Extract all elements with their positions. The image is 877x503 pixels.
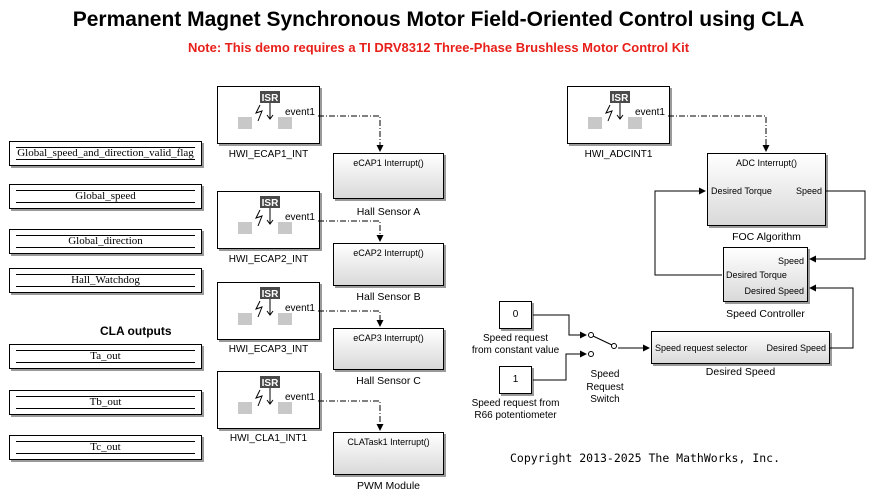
block-header: eCAP1 Interrupt() [353,158,424,168]
constant-one-wire [533,350,587,381]
block-label: FOC Algorithm [732,231,801,243]
constant-zero-wire [533,314,587,339]
hwi-block-ecap2[interactable]: ISR event1 [217,191,320,249]
data-store-global-speed[interactable]: Global_speed [9,184,202,209]
desired-speed-block[interactable]: Speed request selector Desired Speed [651,331,830,364]
event-port-label: event1 [284,303,315,314]
event-port-label: event1 [284,392,315,403]
copyright: Copyright 2013-2025 The MathWorks, Inc. [510,451,781,465]
output-port-label: Speed [795,186,822,196]
event-wire-cla1 [318,400,384,431]
desired-torque-wire [654,187,722,276]
event-wire-ecap2 [318,220,384,242]
input-port-label: Speed request selector [655,343,748,353]
block-label: Hall Sensor C [356,375,421,387]
hwi-block-ecap1[interactable]: ISR event1 [217,86,320,144]
block-header: eCAP3 Interrupt() [353,333,424,343]
constant-label: Speed request from constant value [471,333,560,356]
hwi-block-adcint1[interactable]: ISR event1 [567,86,670,144]
cla-task1-interrupt-block[interactable]: CLATask1 Interrupt() [333,432,444,475]
block-label: Hall Sensor B [356,291,421,303]
constant-label: Speed request from R66 potentiometer [471,398,560,421]
event-wire-adcint1 [668,115,770,152]
constant-value: 1 [512,374,519,385]
data-store-label: Global_speed [75,190,136,202]
data-store-valid-flag[interactable]: Global_speed_and_direction_valid_flag [9,141,202,166]
block-label: Speed Controller [726,308,805,320]
event-port-label: event1 [634,107,665,118]
output-port-label: Desired Torque [726,270,787,280]
hwi-label: HWI_ECAP3_INT [228,344,309,355]
cla-output-tc[interactable]: Tc_out [9,435,202,460]
hwi-block-cla1[interactable]: ISR event1 [217,371,320,429]
isr-icon: ISR [238,287,292,325]
svg-text:ISR: ISR [262,289,279,300]
speed-feedback-wire [809,190,866,263]
hwi-label: HWI_ECAP1_INT [228,149,309,160]
data-store-hall-watchdog[interactable]: Hall_Watchdog [9,268,202,293]
svg-text:ISR: ISR [262,378,279,389]
switch-label: Speed Request Switch [586,369,624,405]
cla-output-label: Ta_out [90,350,121,362]
block-header: ADC Interrupt() [735,158,797,168]
isr-icon: ISR [238,376,292,414]
svg-text:ISR: ISR [262,198,279,209]
svg-text:ISR: ISR [262,93,279,104]
data-store-label: Hall_Watchdog [71,274,140,286]
speed-controller-block[interactable]: Speed Desired Torque Desired Speed [723,247,808,302]
hardware-note: Note: This demo requires a TI DRV8312 Th… [187,40,690,55]
event-wire-ecap1 [318,115,384,152]
cla-output-ta[interactable]: Ta_out [9,344,202,369]
input-port-label: Desired Torque [711,186,772,196]
hwi-label: HWI_ECAP2_INT [228,254,309,265]
event-port-label: event1 [284,107,315,118]
ecap3-interrupt-block[interactable]: eCAP3 Interrupt() [333,328,444,370]
svg-text:ISR: ISR [612,93,629,104]
foc-algorithm-block[interactable]: ADC Interrupt() Desired Torque Speed [707,153,826,226]
event-wire-ecap3 [318,310,384,327]
block-label: Desired Speed [705,366,776,378]
cla-output-label: Tb_out [89,396,122,408]
diagram-title: Permanent Magnet Synchronous Motor Field… [72,8,805,31]
cla-output-label: Tc_out [90,441,121,453]
isr-icon: ISR [588,91,642,129]
constant-value: 0 [512,309,519,320]
ecap1-interrupt-block[interactable]: eCAP1 Interrupt() [333,153,444,199]
hwi-label: HWI_CLA1_INT1 [229,433,308,444]
block-header: CLATask1 Interrupt() [347,437,430,447]
cla-output-tb[interactable]: Tb_out [9,390,202,415]
hwi-block-ecap3[interactable]: ISR event1 [217,282,320,340]
data-store-label: Global_direction [68,235,143,247]
manual-switch-icon [588,332,617,357]
data-store-global-direction[interactable]: Global_direction [9,229,202,254]
constant-block-one[interactable]: 1 [499,366,532,394]
block-label: Hall Sensor A [356,206,421,218]
block-label: PWM Module [356,480,420,492]
block-header: eCAP2 Interrupt() [353,248,424,258]
input-port-label: Speed [777,256,804,266]
isr-icon: ISR [238,91,292,129]
constant-block-zero[interactable]: 0 [499,301,532,329]
desired-speed-wire [809,284,854,349]
isr-icon: ISR [238,196,292,234]
cla-outputs-heading: CLA outputs [100,324,172,338]
hwi-label: HWI_ADCINT1 [584,149,653,160]
event-port-label: event1 [284,212,315,223]
output-port-label: Desired Speed [766,343,826,353]
input-port-label: Desired Speed [744,286,804,296]
ecap2-interrupt-block[interactable]: eCAP2 Interrupt() [333,243,444,286]
data-store-label: Global_speed_and_direction_valid_flag [17,147,194,159]
